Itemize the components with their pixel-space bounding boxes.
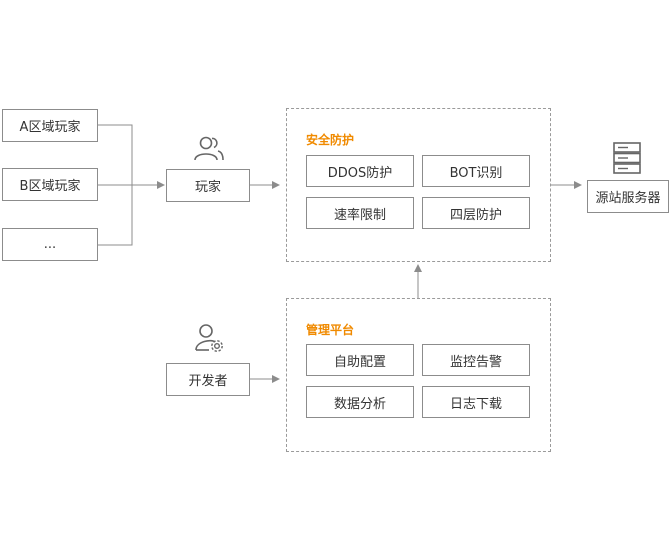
server-icon — [613, 142, 641, 174]
security-group — [286, 108, 551, 262]
player-label: 玩家 — [194, 180, 221, 195]
management-item-monitor-alert: 监控告警 — [422, 344, 530, 376]
origin-server-label: 源站服务器 — [595, 191, 661, 206]
management-item-data-analysis: 数据分析 — [306, 386, 414, 418]
region-b-player-label: B区域玩家 — [19, 179, 81, 194]
security-item-layer4: 四层防护 — [422, 197, 530, 229]
security-item-rate-limit-label: 速率限制 — [333, 207, 386, 223]
security-item-ddos: DDOS防护 — [306, 155, 414, 187]
line-region-more — [98, 185, 133, 246]
developer-box: 开发者 — [166, 363, 250, 396]
management-group-title: 管理平台 — [306, 323, 355, 337]
origin-server-box: 源站服务器 — [587, 180, 669, 213]
region-b-player-box: B区域玩家 — [2, 168, 98, 201]
users-icon — [194, 136, 224, 161]
security-group-title: 安全防护 — [306, 133, 355, 147]
management-item-self-config-label: 自助配置 — [333, 354, 386, 370]
security-item-rate-limit: 速率限制 — [306, 197, 414, 229]
region-a-player-label: A区域玩家 — [19, 120, 81, 135]
developer-label: 开发者 — [188, 374, 228, 389]
management-item-log-download: 日志下载 — [422, 386, 530, 418]
security-item-ddos-label: DDOS防护 — [327, 165, 393, 181]
player-box: 玩家 — [166, 169, 250, 202]
management-item-data-analysis-label: 数据分析 — [333, 396, 386, 412]
more-regions-label: ... — [43, 237, 57, 252]
security-item-bot: BOT识别 — [422, 155, 530, 187]
developer-gear-icon — [195, 324, 223, 352]
management-item-log-download-label: 日志下载 — [449, 396, 502, 412]
management-group — [286, 298, 551, 452]
region-a-player-box: A区域玩家 — [2, 109, 98, 142]
more-regions-box: ... — [2, 228, 98, 261]
security-item-layer4-label: 四层防护 — [449, 207, 502, 223]
line-region-a — [98, 124, 133, 185]
security-item-bot-label: BOT识别 — [449, 165, 503, 181]
management-item-monitor-alert-label: 监控告警 — [449, 354, 502, 370]
management-item-self-config: 自助配置 — [306, 344, 414, 376]
